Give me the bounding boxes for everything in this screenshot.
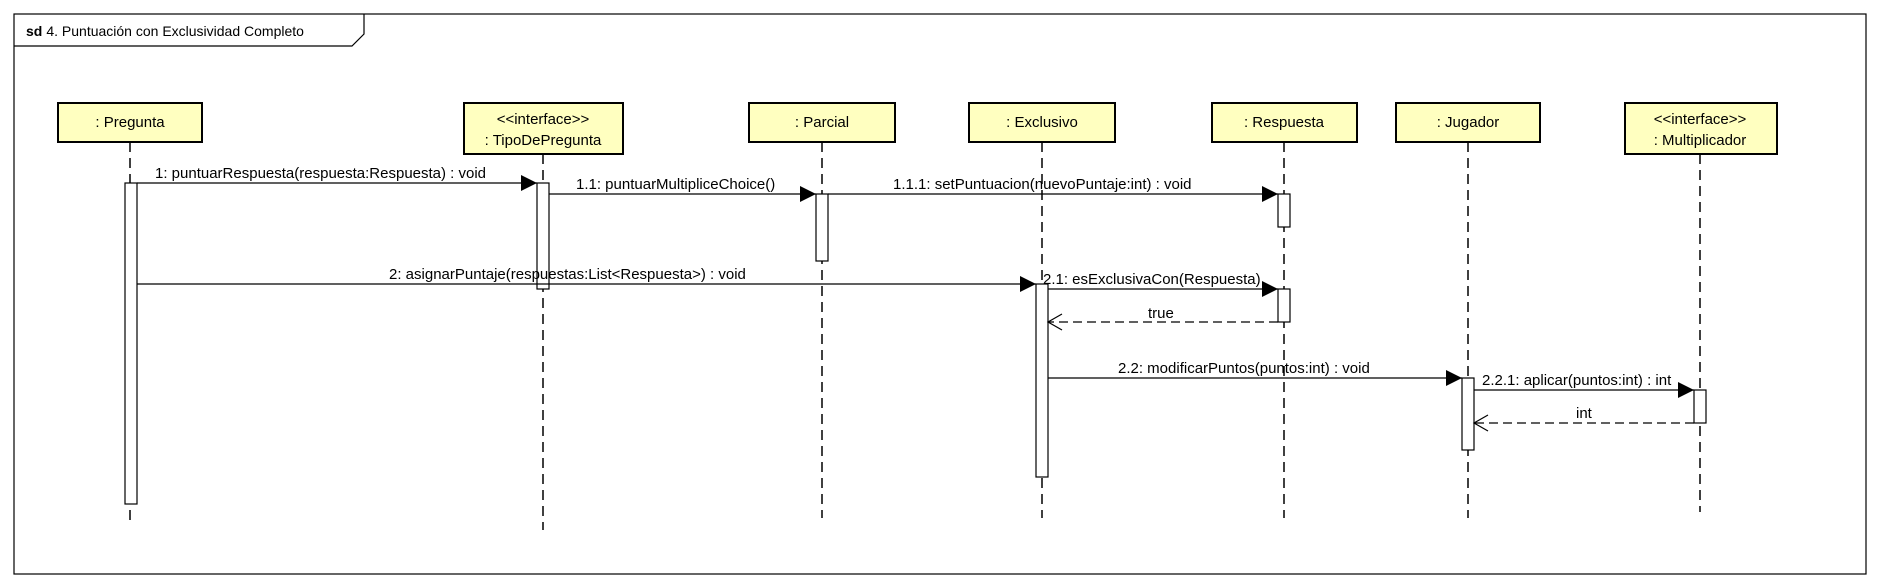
message-2-2-label: 2.2: modificarPuntos(puntos:int) : void xyxy=(1118,360,1370,377)
message-2-1-label: 2.1: esExclusivaCon(Respuesta) xyxy=(1043,271,1261,288)
activation-jugador xyxy=(1461,377,1475,451)
frame-title-tab xyxy=(14,14,365,47)
lifeline-pregunta-name: : Pregunta xyxy=(95,114,165,131)
lifeline-pregunta: : Pregunta xyxy=(57,102,203,520)
activation-respuesta-2 xyxy=(1277,288,1291,323)
message-2-2-arrowhead xyxy=(1446,370,1462,386)
lifeline-jugador-name: : Jugador xyxy=(1437,114,1500,131)
lifeline-mult: <<interface>> : Multiplicador xyxy=(1624,102,1778,512)
message-2-2-1-arrowhead xyxy=(1678,382,1694,398)
message-1-label: 1: puntuarRespuesta(respuesta:Respuesta)… xyxy=(155,165,486,182)
lifeline-respuesta: : Respuesta xyxy=(1211,102,1358,518)
lifeline-mult-stereotype: <<interface>> xyxy=(1654,111,1747,128)
lifeline-jugador: : Jugador xyxy=(1395,102,1541,518)
message-1-1[interactable]: 1.1: puntuarMultipliceChoice() xyxy=(549,176,816,202)
message-2-1-arrowhead xyxy=(1262,281,1278,297)
lifeline-pregunta-head[interactable] xyxy=(57,102,203,143)
message-2-1[interactable]: 2.1: esExclusivaCon(Respuesta) xyxy=(1043,271,1278,297)
lifeline-parcial: : Parcial xyxy=(748,102,896,518)
message-1-1-1-label: 1.1.1: setPuntuacion(nuevoPuntaje:int) :… xyxy=(893,176,1192,193)
message-1-arrowhead xyxy=(521,175,537,191)
message-1-1-arrowhead xyxy=(800,186,816,202)
message-2-2[interactable]: 2.2: modificarPuntos(puntos:int) : void xyxy=(1048,360,1462,386)
activation-exclusivo xyxy=(1035,283,1049,478)
reply-2-2-1-label: int xyxy=(1576,405,1593,422)
message-2-2-1[interactable]: 2.2.1: aplicar(puntos:int) : int xyxy=(1474,372,1694,398)
message-1[interactable]: 1: puntuarRespuesta(respuesta:Respuesta)… xyxy=(137,165,537,191)
activation-parcial xyxy=(815,193,829,262)
lifeline-mult-head[interactable] xyxy=(1624,102,1778,155)
frame-title-text: 4. Puntuación con Exclusividad Completo xyxy=(46,23,304,39)
message-2-label: 2: asignarPuntaje(respuestas:List<Respue… xyxy=(389,266,746,283)
lifeline-exclusivo-name: : Exclusivo xyxy=(1006,114,1078,131)
message-2-arrowhead xyxy=(1020,276,1036,292)
message-1-1-label: 1.1: puntuarMultipliceChoice() xyxy=(576,176,775,193)
message-2-2-1-label: 2.2.1: aplicar(puntos:int) : int xyxy=(1482,372,1672,389)
lifeline-exclusivo-head[interactable] xyxy=(968,102,1116,143)
lifeline-tipo-name: : TipoDePregunta xyxy=(485,132,602,149)
frame-keyword: sd xyxy=(26,23,42,39)
activation-tipo xyxy=(536,182,550,290)
lifeline-parcial-name: : Parcial xyxy=(795,114,849,131)
diagram-frame xyxy=(13,13,1867,575)
activation-mult xyxy=(1693,389,1707,424)
message-2[interactable]: 2: asignarPuntaje(respuestas:List<Respue… xyxy=(137,266,1036,292)
reply-2-1[interactable]: true xyxy=(1046,305,1278,331)
reply-2-2-1[interactable]: int xyxy=(1472,405,1694,432)
message-1-1-1-arrowhead xyxy=(1262,186,1278,202)
lifeline-jugador-head[interactable] xyxy=(1395,102,1541,143)
lifeline-tipo: <<interface>> : TipoDePregunta xyxy=(463,102,624,530)
reply-2-1-label: true xyxy=(1148,305,1174,322)
lifeline-respuesta-name: : Respuesta xyxy=(1244,114,1325,131)
lifeline-respuesta-head[interactable] xyxy=(1211,102,1358,143)
message-1-1-1[interactable]: 1.1.1: setPuntuacion(nuevoPuntaje:int) :… xyxy=(828,176,1278,202)
activation-respuesta-1 xyxy=(1277,193,1291,228)
lifeline-tipo-head[interactable] xyxy=(463,102,624,155)
reply-2-1-arrowhead xyxy=(1046,313,1063,331)
lifeline-tipo-stereotype: <<interface>> xyxy=(497,111,590,128)
reply-2-2-1-arrowhead xyxy=(1472,414,1489,432)
lifeline-mult-name: : Multiplicador xyxy=(1654,132,1747,149)
activation-pregunta xyxy=(124,182,138,505)
lifeline-parcial-head[interactable] xyxy=(748,102,896,143)
